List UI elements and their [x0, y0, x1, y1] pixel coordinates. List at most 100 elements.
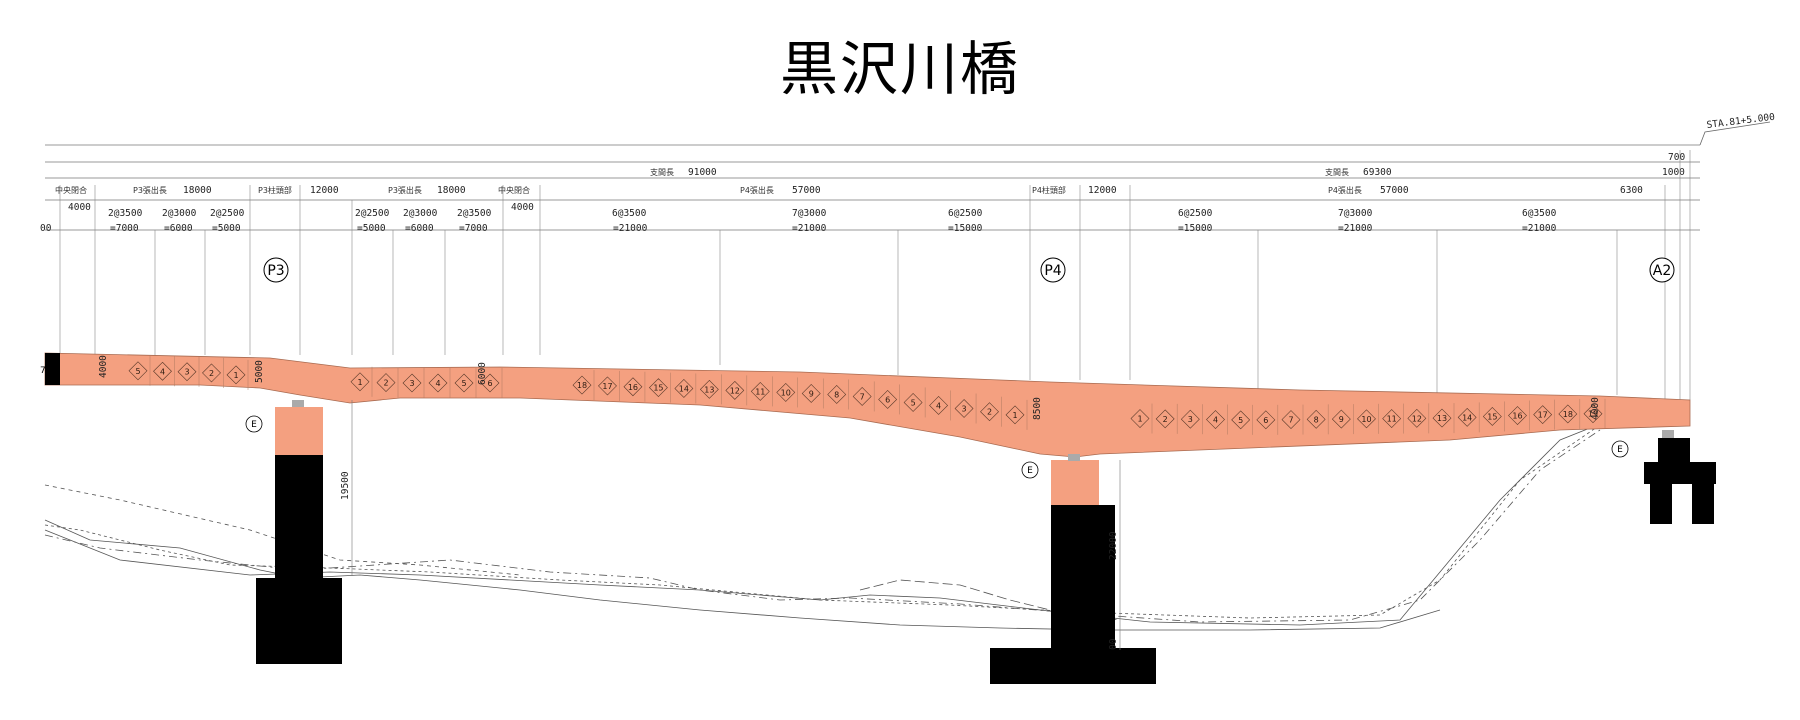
segment-number: 2	[987, 408, 992, 417]
block-bottom-8: =21000	[613, 223, 648, 234]
segment-number: 6	[885, 395, 890, 404]
segment-number: 6	[1263, 416, 1268, 425]
segment-number: 1	[1137, 415, 1142, 424]
height-p4: 22000	[1108, 531, 1119, 560]
block-top-13: 6@3500	[1522, 208, 1557, 219]
segment-diamond	[929, 396, 949, 415]
segment-number: 14	[1462, 413, 1472, 422]
segment-diamond	[128, 361, 148, 381]
span-value-3: 1000	[1662, 167, 1685, 178]
segment-diamond	[750, 381, 770, 401]
block-top-12: 7@3000	[1338, 208, 1373, 219]
drawing-title: 黒沢川橋	[779, 35, 1020, 103]
segment-diamond	[1180, 409, 1200, 429]
depth-p3-right: 5000	[254, 360, 265, 383]
segment-diamond	[226, 365, 246, 385]
segment-number: 9	[1339, 415, 1344, 424]
segment-number: 11	[755, 387, 765, 396]
segment-diamond	[1583, 404, 1603, 424]
segment-number: 3	[184, 368, 189, 377]
segment-label-6: P4張出長	[740, 185, 774, 195]
segment-diamond	[428, 373, 448, 393]
segment-diamond	[623, 377, 643, 397]
abutment-backwall	[1658, 438, 1690, 466]
segment-number: 4	[160, 367, 165, 376]
block-top-5: 2@2500	[355, 208, 390, 219]
segment-number: 17	[1538, 411, 1548, 420]
segment-diamond	[480, 373, 500, 393]
segment-label-5: 中央閉合	[498, 185, 530, 195]
segment-diamond	[1407, 408, 1427, 428]
segment-number: 1	[1012, 411, 1017, 420]
span-value-2: 69300	[1363, 167, 1392, 178]
bearing-label-p4: E	[1027, 466, 1033, 476]
bearing-mark	[1611, 440, 1629, 458]
segment-diamond	[1231, 410, 1251, 430]
segment-diamond	[1533, 405, 1553, 425]
segment-diamond	[350, 372, 370, 392]
top-right-dim: 700	[1668, 152, 1685, 163]
pier-p4-bearing	[1068, 454, 1080, 461]
pier-p3	[256, 400, 342, 664]
segment-diamond	[903, 393, 923, 412]
pier-bubble-circle	[1649, 257, 1675, 283]
terrain-line-f	[859, 579, 1121, 621]
segment-number: 4	[936, 401, 941, 410]
segment-diamond	[1432, 408, 1452, 428]
segment-value-7: 12000	[1088, 185, 1117, 196]
block-top-2: 2@3500	[108, 208, 143, 219]
segment-diamond	[202, 363, 221, 383]
segment-label-3: P3柱頭部	[258, 185, 292, 195]
segment-diamond	[1382, 409, 1402, 429]
segment-number: 18	[1563, 410, 1573, 419]
segment-number: 5	[1238, 416, 1243, 425]
segment-diamond	[954, 399, 974, 418]
girder-segment-ticks	[149, 355, 1606, 435]
segment-number: 13	[704, 385, 714, 394]
depth-a2: 4000	[1590, 397, 1601, 420]
terrain-line-d	[44, 424, 1601, 619]
segment-diamond	[725, 380, 745, 400]
block-bottom-1: 00	[40, 223, 52, 234]
abutment-leg-right	[1692, 484, 1714, 524]
segment-number: 16	[1512, 412, 1522, 421]
segment-number: 16	[628, 383, 638, 392]
pier-label-a2: A2	[1653, 263, 1671, 279]
segment-diamond	[1482, 407, 1502, 426]
station-leader	[1699, 121, 1771, 146]
segment-label-1: 中央閉合	[55, 185, 87, 195]
segment-number: 2	[383, 379, 388, 388]
segment-diamond	[648, 378, 668, 398]
segment-diamond	[1306, 409, 1326, 429]
segment-diamond	[776, 383, 796, 402]
segment-diamond	[852, 387, 872, 406]
block-top-3: 2@3000	[162, 208, 197, 219]
segment-value-8: 57000	[1380, 185, 1409, 196]
segment-diamond	[878, 390, 898, 409]
segment-diamond	[153, 361, 172, 381]
bearing-mark	[1021, 461, 1039, 479]
segment-label-4: P3張出長	[388, 185, 422, 195]
segment-diamond	[1558, 404, 1578, 424]
segment-number: 10	[781, 388, 791, 397]
depth-p3-left: 4000	[98, 355, 109, 378]
segment-number: 18	[577, 381, 587, 390]
segment-diamond	[1256, 410, 1276, 430]
box-girder	[44, 352, 1691, 458]
abutment-bearing	[1662, 430, 1674, 438]
pier-p4	[990, 454, 1156, 684]
segment-number: 5	[135, 367, 140, 376]
pier-bubble-circle	[1040, 257, 1066, 283]
segment-label-7: P4柱頭部	[1032, 185, 1066, 195]
height-p3: 19500	[340, 471, 351, 500]
closure-width-2: 4000	[511, 202, 534, 213]
bearing-label-p3: E	[251, 420, 257, 430]
segment-diamond	[1130, 409, 1150, 428]
segment-number: 14	[679, 384, 689, 393]
block-bottom-9: =21000	[792, 223, 827, 234]
station-label: STA.81+5.000	[1706, 112, 1776, 131]
closure-width-1: 4000	[68, 202, 91, 213]
segment-number: 13	[1437, 414, 1447, 423]
segment-number: 19	[1588, 410, 1598, 419]
